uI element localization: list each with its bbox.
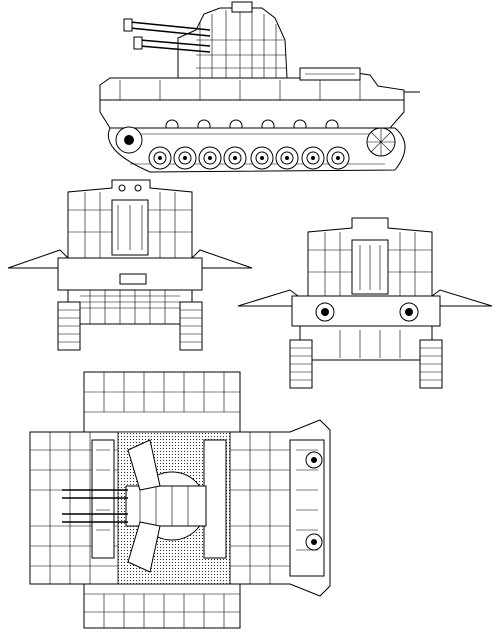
- top-gun-mount: [125, 439, 207, 573]
- rear-shield: [307, 217, 433, 297]
- top-gun-barrels: [62, 489, 128, 523]
- rear-tracks: [289, 339, 443, 389]
- side-hull: [99, 67, 420, 133]
- front-hull: [57, 257, 203, 325]
- rear-right-platform: [431, 289, 493, 307]
- front-shield: [67, 179, 193, 259]
- side-view: [99, 1, 420, 173]
- top-view: [29, 371, 331, 629]
- rear-hull: [291, 295, 441, 361]
- side-turret: [177, 1, 288, 81]
- front-view: [7, 179, 253, 351]
- rear-left-platform: [237, 289, 299, 307]
- side-road-wheels: [148, 146, 350, 170]
- rear-view: [237, 217, 493, 389]
- side-gun-barrels: [123, 18, 211, 53]
- front-tracks: [57, 301, 203, 351]
